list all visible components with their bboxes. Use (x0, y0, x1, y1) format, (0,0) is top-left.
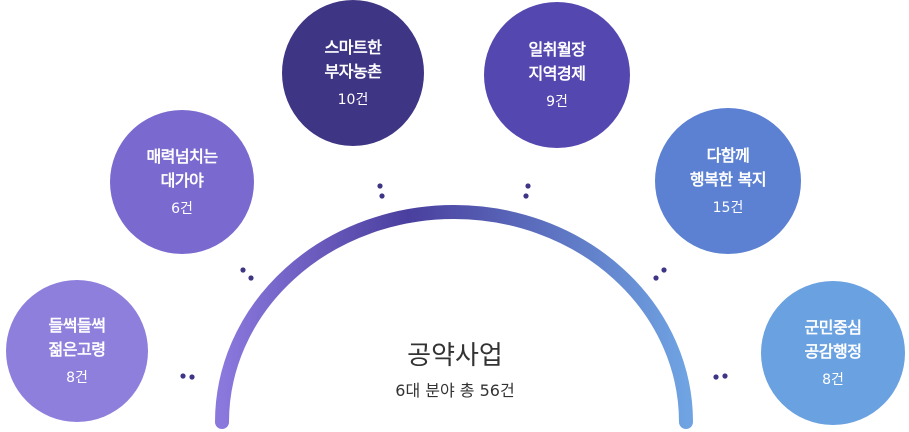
bubble-title-2: 지역경제 (528, 64, 586, 83)
bubble-local-economy: 일취월장 지역경제 9건 (484, 2, 630, 148)
bubble-title-2: 공감행정 (804, 342, 862, 361)
dot (653, 275, 659, 281)
bubble-title-1: 군민중심 (804, 318, 862, 337)
dot (248, 275, 254, 281)
bubble-smart-farm: 스마트한 부자농촌 10건 (282, 0, 424, 146)
dot (379, 193, 385, 199)
bubble-title-1: 들썩들썩 (48, 316, 106, 335)
dot (661, 267, 667, 273)
bubble-count: 8건 (66, 370, 88, 386)
bubble-count: 9건 (546, 94, 568, 110)
bubble-administration: 군민중심 공감행정 8건 (761, 281, 905, 425)
dot (180, 373, 186, 379)
bubble-title-1: 일취월장 (528, 40, 586, 59)
bubble-title-2: 부자농촌 (324, 62, 382, 81)
central-arc (215, 205, 693, 429)
bubble-title-2: 젊은고령 (48, 340, 106, 359)
center-subtitle: 6대 분야 총 56건 (395, 381, 515, 400)
bubble-count: 6건 (171, 201, 193, 217)
dot (523, 193, 529, 199)
bubble-title-1: 다함께 (706, 146, 750, 165)
dot (240, 267, 246, 273)
dot (377, 183, 383, 189)
bubble-welfare: 다함께 행복한 복지 15건 (655, 108, 801, 254)
bubble-daegaya: 매력넘치는 대가야 6건 (110, 110, 254, 254)
dot (525, 183, 531, 189)
bubble-title-2: 대가야 (160, 171, 204, 190)
connector-dots (180, 183, 728, 380)
bubble-title-1: 매력넘치는 (146, 147, 218, 166)
bubble-title-2: 행복한 복지 (689, 170, 767, 189)
bubble-count: 10건 (337, 92, 369, 108)
bubble-count: 15건 (712, 200, 744, 216)
dot (713, 374, 719, 380)
bubble-title-1: 스마트한 (324, 38, 382, 57)
dot (189, 374, 195, 380)
center-title: 공약사업 (407, 341, 503, 371)
bubble-youth-senior: 들썩들썩 젊은고령 8건 (6, 280, 148, 422)
bubble-count: 8건 (822, 372, 844, 388)
dot (722, 373, 728, 379)
